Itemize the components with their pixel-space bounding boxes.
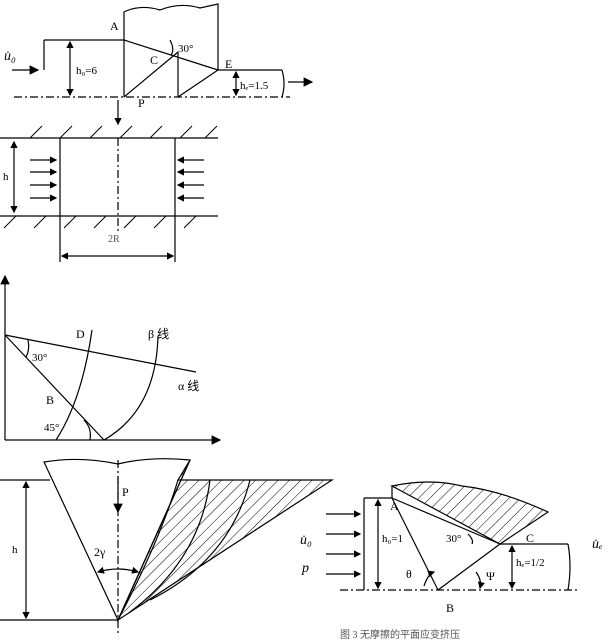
fig3-beta: β 线 (148, 327, 169, 341)
fig3-label-b: B (46, 393, 54, 407)
fig3-alpha: α 线 (178, 379, 199, 393)
fig5-caption: 图 3 无摩擦的平面应变挤压 (340, 628, 460, 640)
fig3-label-d: D (76, 327, 85, 341)
fig1-label-e: E (225, 57, 232, 71)
fig2-2r: 2R (108, 234, 120, 245)
fig1-label-p: P (138, 96, 145, 110)
fig1-u0: u̇₀ (4, 49, 16, 64)
fig5-h0: h₀=1 (382, 533, 403, 545)
fig1-label-c: C (150, 53, 158, 67)
deformed-zone (116, 459, 335, 622)
fig1-angle: 30° (178, 43, 193, 55)
ram-outline (123, 3, 219, 70)
dead-zone (390, 481, 550, 545)
fig4-p: P (122, 485, 129, 499)
fig1-h0: h₀=6 (76, 65, 98, 77)
fig5-psi: Ψ (486, 569, 495, 583)
fig5-angle: 30° (446, 533, 461, 545)
figure-5-extrusion (326, 481, 580, 591)
fig5-ue: u̇ₑ (592, 537, 603, 552)
fig5-theta: θ (406, 567, 412, 581)
fig4-gamma: 2γ (94, 545, 106, 559)
figure-4-wedge (0, 458, 335, 634)
fig2-h: h (3, 171, 9, 183)
fig3-angle30: 30° (32, 352, 47, 364)
fig5-label-b: B (446, 601, 454, 615)
fig5-label-a: A (390, 499, 399, 513)
fig5-label-c: C (526, 531, 534, 545)
fig5-p: p (301, 561, 309, 576)
figure-1-extrusion (12, 3, 314, 126)
fig1-label-a: A (110, 19, 119, 33)
figure-3-slipline (0, 274, 222, 445)
alpha-line (4, 334, 197, 373)
fig4-h: h (12, 544, 18, 556)
fig1-he: hₑ=1.5 (240, 80, 269, 92)
arc-d (55, 329, 93, 441)
fig5-u0: u̇₀ (300, 533, 312, 548)
figure-2-compression (0, 125, 218, 262)
line-pc (123, 51, 179, 98)
fig5-he: hₑ=1/2 (516, 557, 545, 569)
beta-line (103, 335, 159, 441)
fig3-angle45: 45° (44, 422, 59, 434)
